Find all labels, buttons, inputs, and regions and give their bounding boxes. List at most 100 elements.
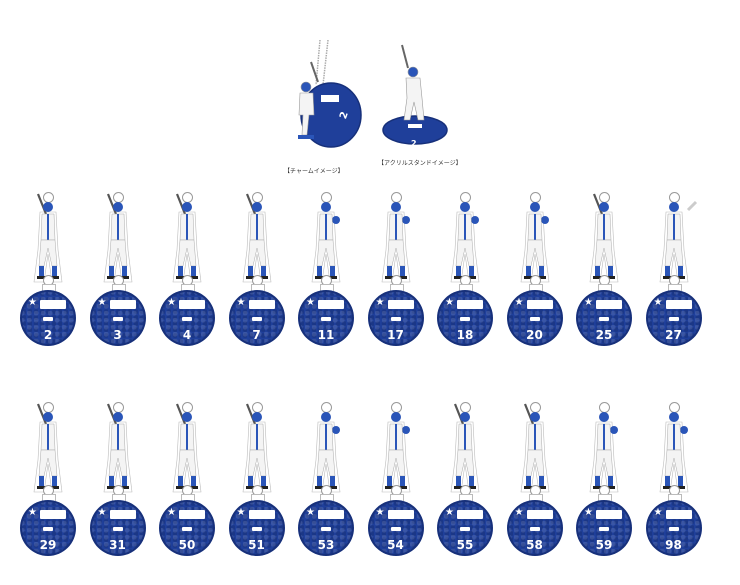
team-logo-icon <box>457 510 483 519</box>
player-figure <box>435 400 495 500</box>
uniform-number: 25 <box>595 328 613 342</box>
base-disc: ★98 <box>645 500 702 556</box>
team-logo-icon <box>109 510 136 519</box>
star-icon: ★ <box>167 297 176 308</box>
uniform-number: 51 <box>248 538 265 552</box>
team-logo-icon <box>387 300 414 309</box>
base-tab <box>181 284 195 291</box>
base-tab <box>528 284 543 291</box>
uniform-number: 31 <box>109 538 126 552</box>
stand-slot <box>668 317 679 321</box>
acrylic-item: ★2 <box>18 190 78 370</box>
acrylic-item: ★18 <box>435 190 495 370</box>
acrylic-item: ★27 <box>644 190 704 370</box>
stand-slot <box>390 527 401 531</box>
player-figure <box>644 400 704 500</box>
uniform-number: 58 <box>526 538 543 552</box>
base-disc: ★3 <box>89 290 146 346</box>
stand-preview: 2 【アクリルスタンドイメージ】 <box>378 40 462 167</box>
base-disc: ★59 <box>576 500 632 556</box>
row-2: ★29★31★50★51★53★54★55★58★59★98 <box>0 400 740 580</box>
uniform-number: 2 <box>43 328 53 342</box>
base-tab <box>250 284 265 291</box>
acrylic-item: ★11 <box>296 190 356 370</box>
base-tab <box>389 284 404 291</box>
stand-caption: 【アクリルスタンドイメージ】 <box>378 160 462 167</box>
team-logo-icon <box>318 510 344 519</box>
acrylic-item: ★7 <box>227 190 287 370</box>
star-icon: ★ <box>167 507 176 518</box>
team-logo-icon <box>40 300 66 309</box>
star-icon: ★ <box>28 507 37 518</box>
base-disc: ★50 <box>159 500 215 556</box>
uniform-number: 3 <box>113 328 122 342</box>
base-disc: ★4 <box>159 290 215 346</box>
player-figure <box>366 190 426 290</box>
star-icon: ★ <box>653 297 663 308</box>
base-disc: ★53 <box>298 500 354 556</box>
player-figure <box>574 400 634 500</box>
charm-caption: 【チャームイメージ】 <box>284 168 344 175</box>
stand-slot <box>112 317 123 321</box>
base-tab <box>389 494 404 501</box>
stand-slot <box>599 527 609 531</box>
acrylic-item: ★ 29 <box>18 400 78 580</box>
team-logo-icon <box>109 300 136 309</box>
uniform-number: 11 <box>317 328 335 342</box>
player-figure <box>296 190 356 290</box>
team-logo-icon <box>596 510 622 519</box>
uniform-number: 29 <box>39 538 57 552</box>
row-1: ★2★3★4★7★11★17★18★20★25★27 <box>0 190 740 370</box>
base-tab <box>111 284 126 291</box>
team-logo-icon <box>526 510 553 519</box>
stand-slot <box>43 317 53 321</box>
player-figure <box>157 190 217 290</box>
base-tab <box>181 494 195 501</box>
star-icon: ★ <box>584 297 593 308</box>
star-icon: ★ <box>236 297 246 308</box>
stand-slot <box>251 317 262 321</box>
uniform-number: 20 <box>526 328 543 342</box>
stand-slot <box>251 527 262 531</box>
star-icon: ★ <box>445 507 454 518</box>
acrylic-item: ★98 <box>644 400 704 580</box>
base-tab <box>598 494 612 501</box>
uniform-number: 53 <box>317 538 335 552</box>
player-figure <box>574 190 634 290</box>
team-logo-icon <box>248 510 275 519</box>
acrylic-item: ★54 <box>366 400 426 580</box>
base-disc: ★17 <box>367 290 424 346</box>
stand-slot <box>668 527 679 531</box>
team-logo-icon <box>526 300 553 309</box>
acrylic-item: ★59 <box>574 400 634 580</box>
stand-slot <box>43 527 53 531</box>
stand-slot <box>460 527 470 531</box>
player-figure <box>227 400 287 500</box>
charm-illustration <box>298 39 362 148</box>
stand-slot <box>529 527 540 531</box>
base-tab <box>42 284 56 291</box>
uniform-number: 59 <box>595 538 613 552</box>
acrylic-item: ★51 <box>227 400 287 580</box>
base-disc: ★58 <box>506 500 563 556</box>
base-tab <box>459 284 473 291</box>
charm-preview: 2 【チャームイメージ】 <box>276 39 366 175</box>
player-figure <box>505 190 565 290</box>
stand-slot <box>182 527 192 531</box>
acrylic-item: ★55 <box>435 400 495 580</box>
base-disc: ★2 <box>20 290 76 346</box>
player-figure <box>505 400 565 500</box>
base-disc: ★54 <box>367 500 424 556</box>
acrylic-item: ★17 <box>366 190 426 370</box>
player-figure <box>88 400 148 500</box>
player-figure <box>88 190 148 290</box>
acrylic-item: ★31 <box>88 400 148 580</box>
team-logo-icon <box>248 300 275 309</box>
uniform-number: 98 <box>665 538 682 552</box>
team-logo-icon <box>457 300 483 309</box>
stand-illustration <box>382 44 448 145</box>
stand-number: 2 <box>411 139 417 148</box>
stand-slot <box>321 317 331 321</box>
base-disc: ★51 <box>228 500 285 556</box>
stand-slot <box>112 527 123 531</box>
